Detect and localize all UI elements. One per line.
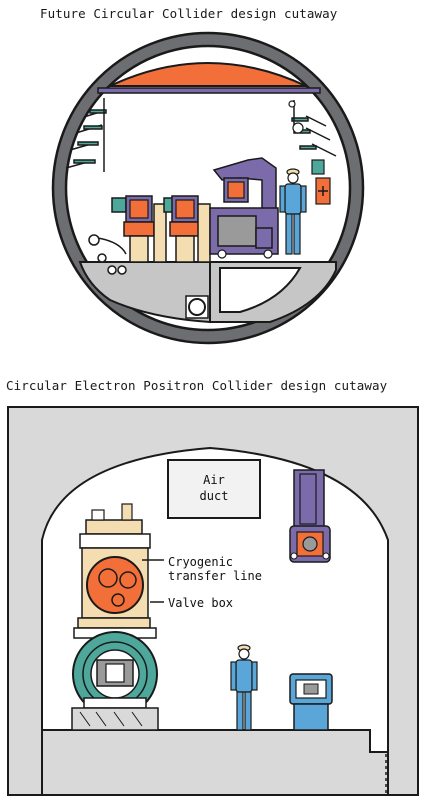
fcc-worker-figure: [279, 168, 307, 255]
valve-box-label: Valve box: [168, 596, 233, 610]
cepc-worker-figure: [230, 644, 258, 731]
cepc-air-duct: [167, 459, 261, 519]
air-duct-label-line2: duct: [200, 489, 229, 503]
cepc-title: Circular Electron Positron Collider desi…: [6, 378, 388, 393]
fcc-cable-trays-left: [65, 98, 107, 172]
air-duct-label-line1: Air: [203, 473, 225, 487]
cryo-label-line1: Cryogenic: [168, 555, 233, 569]
cepc-booster-magnet: [289, 469, 331, 563]
cepc-collider-magnet: [71, 627, 159, 731]
fcc-title: Future Circular Collider design cutaway: [40, 6, 338, 21]
fcc-ceiling-duct: [109, 62, 307, 87]
fcc-bottom-pipe: [188, 298, 206, 316]
fcc-tunnel-diagram: [51, 31, 365, 345]
fcc-drain-channel: [219, 267, 302, 313]
fcc-ceiling-rail: [97, 87, 321, 94]
fcc-safety-cabinet: [311, 159, 331, 205]
cepc-valve-box: [77, 503, 151, 629]
cepc-tunnel-diagram: Air duct: [7, 406, 419, 796]
fcc-magnet-left: [111, 195, 179, 263]
fcc-magnet-middle: [169, 195, 211, 263]
fcc-floor-pipes: [88, 234, 127, 275]
fcc-transport-vehicle: [209, 157, 279, 259]
cepc-floor: [41, 729, 389, 796]
cepc-floor-magnet: [289, 673, 333, 731]
cryo-label-line2: transfer line: [168, 569, 262, 583]
